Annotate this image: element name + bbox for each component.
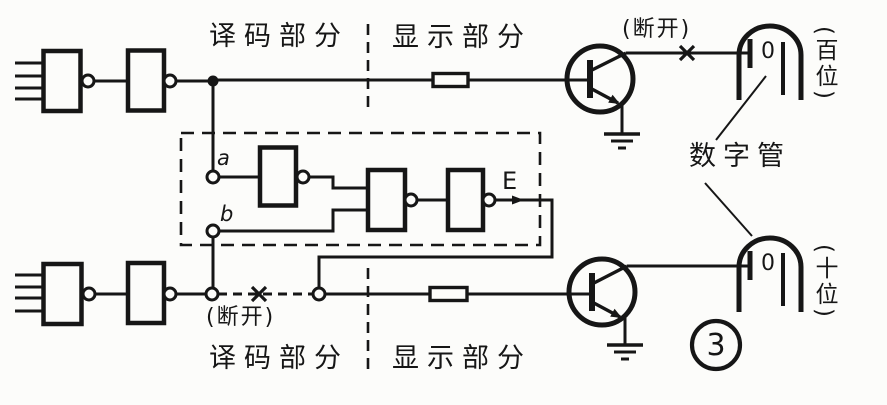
tube-envelope xyxy=(736,235,804,312)
pointer-line xyxy=(715,75,767,141)
resistor-icon xyxy=(428,285,469,303)
terminal-node-a xyxy=(205,169,221,185)
gate-body xyxy=(41,48,83,114)
transistor-collector xyxy=(589,51,627,73)
tube-digit-tens: 0 xyxy=(761,251,775,276)
decoder-gate-1-bottom xyxy=(15,261,97,327)
decoder-gate-2-bottom xyxy=(125,260,178,326)
digital-tube-label: 数字管 xyxy=(689,141,791,172)
tens-digit-label: (十位) xyxy=(811,244,837,320)
disconnect-label-top: (断开) xyxy=(622,17,692,42)
emitter-arrow-icon xyxy=(610,308,622,318)
figure-badge-circle xyxy=(689,318,743,372)
inverter-bubble-icon xyxy=(81,286,97,302)
decoder-gate-2-top xyxy=(125,48,178,113)
inverter-bubble-icon xyxy=(162,73,178,89)
hundreds-digit-label: (百位) xyxy=(811,26,837,102)
e-feedback-wire xyxy=(317,198,554,287)
node-label-e: E xyxy=(502,167,518,195)
nand-gate xyxy=(365,167,419,233)
node-label-b: b xyxy=(220,202,234,226)
transistor-circle xyxy=(564,43,636,115)
break-x-icon xyxy=(678,44,696,62)
nixie-tube-icon-hundreds xyxy=(736,23,804,100)
pointer-line xyxy=(704,182,753,237)
gating-dashed-box xyxy=(179,131,542,247)
transistor-icon xyxy=(566,256,638,328)
inverter-bubble-icon xyxy=(295,169,311,185)
gate-body xyxy=(257,145,299,208)
inverter-bubble-icon xyxy=(80,73,96,89)
ground-icon xyxy=(607,318,643,361)
decoder-gate-1-top xyxy=(15,48,96,114)
inverter-gate-a xyxy=(257,145,311,208)
gate-body xyxy=(365,167,408,233)
inverter-bubble-icon xyxy=(162,286,178,302)
gate-input-lines xyxy=(15,273,43,313)
terminal-node-right xyxy=(311,286,327,302)
signal-wire xyxy=(219,208,368,233)
wire-arrow-icon xyxy=(512,195,524,205)
signal-wire xyxy=(309,175,368,190)
section-label-display-bottom: 显示部分 xyxy=(392,343,532,374)
transistor-collector xyxy=(591,264,628,286)
nixie-tube-icon-tens xyxy=(736,235,804,312)
section-label-display-top: 显示部分 xyxy=(392,22,532,53)
gate-body xyxy=(445,167,486,233)
tube-envelope xyxy=(736,23,804,100)
emitter-arrow-icon xyxy=(608,94,620,104)
section-label-decoder-bottom: 译码部分 xyxy=(209,343,349,374)
disconnect-label-bottom: (断开) xyxy=(206,305,276,330)
transistor-icon xyxy=(564,43,636,115)
resistor-icon xyxy=(431,71,470,89)
ground-icon xyxy=(604,104,640,150)
gate-input-lines xyxy=(15,61,43,101)
inverter-gate-e xyxy=(445,167,497,233)
inverter-bubble-icon xyxy=(481,192,497,208)
node-label-a: a xyxy=(217,146,230,170)
break-x-icon xyxy=(250,285,268,303)
gate-body xyxy=(41,261,84,327)
terminal-node-b xyxy=(205,223,221,239)
gate-body xyxy=(125,48,167,113)
figure-number: 3 xyxy=(706,328,726,363)
inverter-bubble-icon xyxy=(403,192,419,208)
transistor-circle xyxy=(566,256,638,328)
gate-body xyxy=(125,260,167,326)
tube-digit-hundreds: 0 xyxy=(761,39,775,64)
section-label-decoder-top: 译码部分 xyxy=(209,21,349,52)
terminal-node-left xyxy=(204,286,220,302)
